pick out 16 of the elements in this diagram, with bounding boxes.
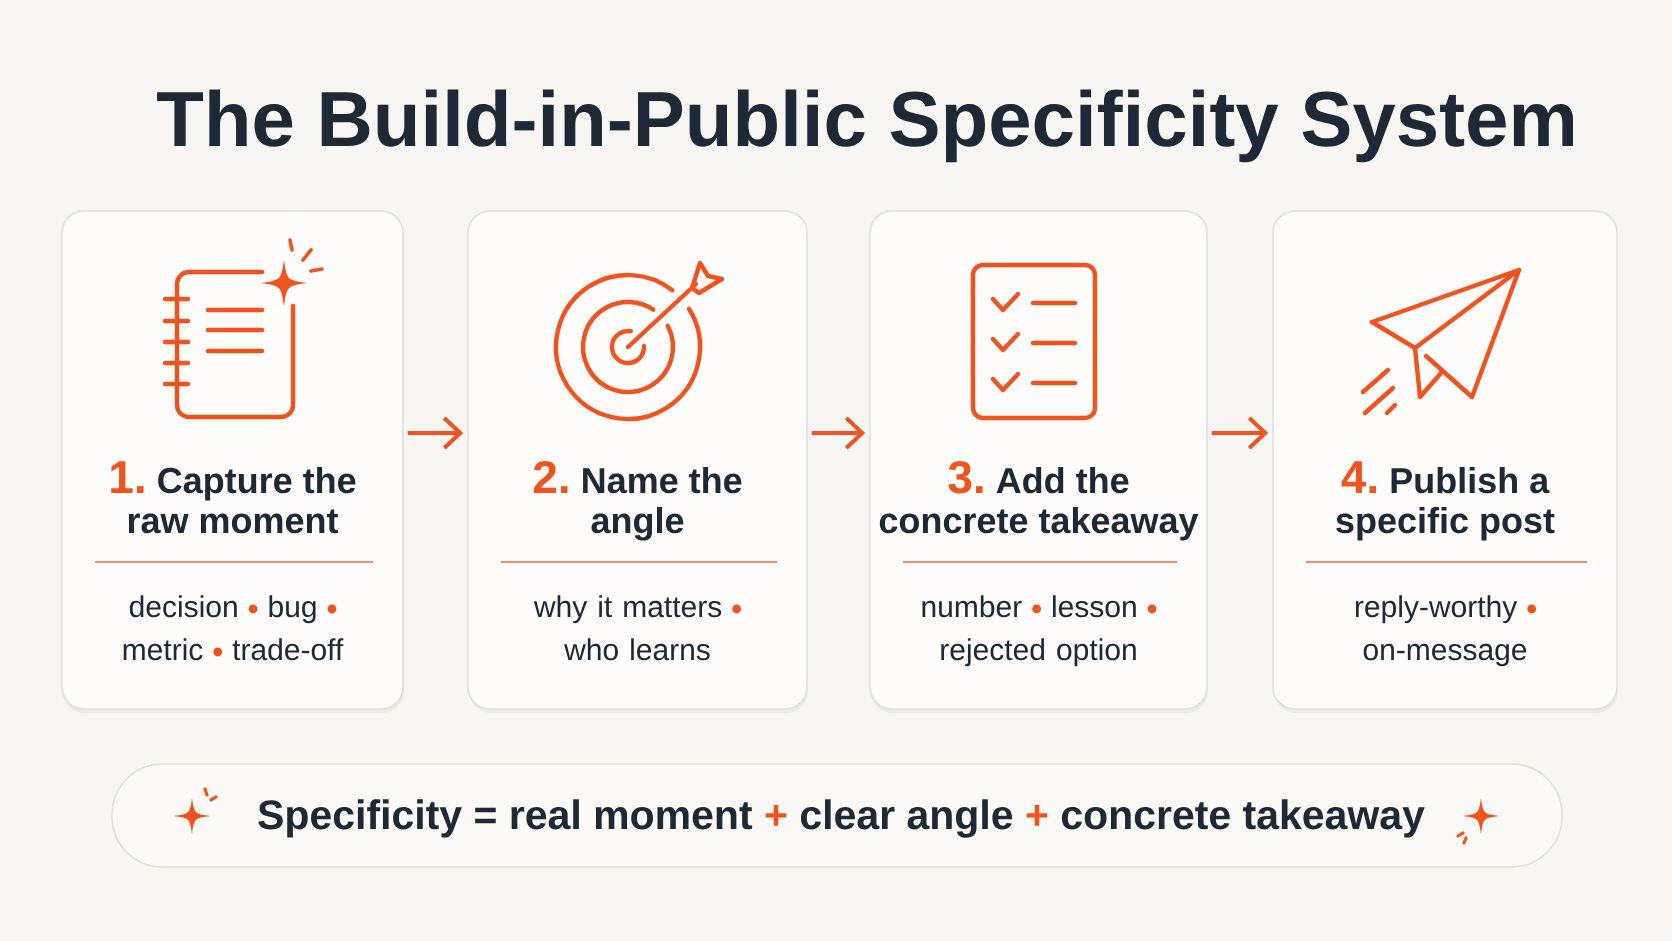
keyword: lesson: [1053, 595, 1136, 618]
formula-term: clear angle: [800, 799, 1013, 838]
plus-sign: +: [765, 804, 787, 826]
keyword: metric: [123, 638, 203, 661]
formula-term: concrete takeaway: [1061, 799, 1425, 838]
formula-term: real moment: [511, 799, 753, 830]
step-heading: 3. Add the concrete takeaway: [879, 460, 1199, 541]
keyword: trade-off: [232, 638, 344, 661]
keyword: decision: [129, 595, 237, 618]
plus-sign: +: [1026, 804, 1048, 826]
keyword: rejected option: [941, 638, 1136, 667]
formula-term: Specificity =: [258, 799, 496, 838]
step-heading: 1. Capture the raw moment: [111, 461, 356, 534]
keyword: bug: [269, 595, 316, 624]
keyword: number: [922, 595, 1022, 618]
title: The Build-in-Public Specificity System: [157, 89, 1573, 163]
